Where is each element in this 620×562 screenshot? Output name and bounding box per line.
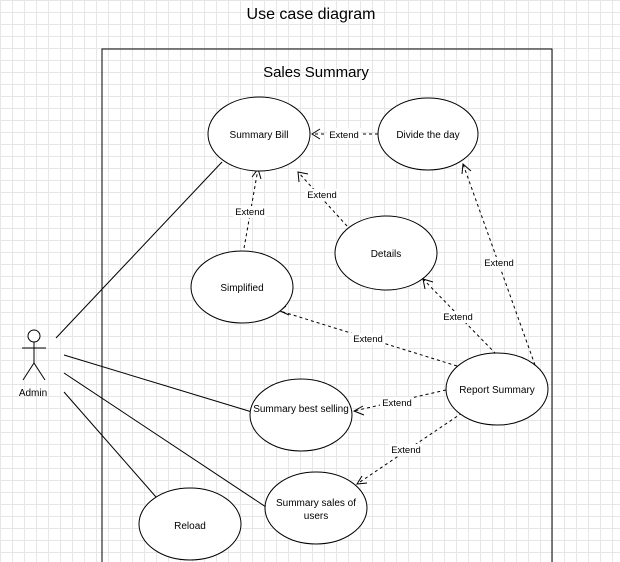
use-case-label: Details [371, 249, 402, 260]
extend-label-bg [380, 397, 414, 409]
use-case-label: Summary Bill [230, 130, 289, 141]
use-case-divide-the-day[interactable]: Divide the day [377, 97, 479, 171]
association-summary-bill [55, 161, 223, 339]
extend-arrowhead [461, 162, 472, 175]
use-case-ellipse[interactable] [138, 487, 242, 561]
extend-arrowhead [356, 475, 368, 485]
extend-arrowhead [297, 171, 309, 183]
use-case-ellipse[interactable] [249, 378, 353, 452]
extend-label: Extend [353, 334, 383, 345]
system-boundary-frame [101, 48, 553, 562]
diagram-title: Use case diagram [247, 6, 376, 23]
use-case-label: Report Summary [459, 385, 535, 396]
extend-arrowhead [352, 405, 365, 416]
actor-figure-icon [22, 329, 46, 381]
use-case-reload[interactable]: Reload [138, 487, 242, 561]
use-case-label: Divide the day [396, 130, 459, 141]
extend-report-to-details: Extend [422, 278, 497, 355]
use-case-ellipse[interactable] [377, 97, 479, 171]
extend-label-bg [351, 333, 385, 345]
use-case-label-line-2: users [304, 511, 328, 522]
use-case-summary-bill[interactable]: Summary Bill [207, 96, 311, 172]
use-case-summary-sales-users[interactable]: Summary sales of users [264, 471, 368, 545]
actor-admin[interactable]: Admin [19, 329, 47, 399]
extend-simplified-to-bill: Extend [233, 167, 267, 255]
association-summary-best-selling [63, 354, 253, 413]
system-title: Sales Summary [263, 64, 369, 81]
use-case-label: Summary best selling [253, 404, 349, 415]
extend-report-to-simplified: Extend [279, 305, 458, 367]
extend-label: Extend [391, 445, 421, 456]
extend-label: Extend [307, 190, 337, 201]
use-cases: Summary Bill Divide the day Details Simp… [138, 96, 549, 561]
extend-label-bg [482, 257, 516, 269]
extend-label: Extend [484, 258, 514, 269]
use-case-summary-best-selling[interactable]: Summary best selling [249, 378, 353, 452]
extend-label: Extend [329, 130, 359, 141]
extend-report-to-divide: Extend [461, 162, 536, 366]
extend-label-bg [305, 189, 339, 201]
use-case-ellipse[interactable] [445, 352, 549, 426]
extend-divide-to-bill: Extend [311, 128, 378, 141]
extend-report-to-sales-users: Extend [356, 412, 463, 485]
extend-label: Extend [443, 312, 473, 323]
associations [55, 161, 273, 512]
extend-label-bg [233, 206, 267, 218]
extend-report-to-best-selling: Extend [352, 389, 447, 416]
use-case-label: Simplified [220, 283, 263, 294]
extend-label: Extend [382, 398, 412, 409]
use-case-ellipse[interactable] [264, 471, 368, 545]
extend-arrowhead [311, 128, 321, 140]
association-summary-sales-users [63, 372, 273, 512]
extend-relations: Extend Extend Extend Extend Exte [233, 128, 536, 485]
use-case-details[interactable]: Details [334, 215, 438, 291]
extend-line [353, 389, 447, 412]
use-case-ellipse[interactable] [207, 96, 311, 172]
use-case-simplified[interactable]: Simplified [190, 250, 294, 324]
extend-label-bg [441, 311, 475, 323]
use-case-ellipse[interactable] [334, 215, 438, 291]
extend-label: Extend [235, 207, 265, 218]
system-boundary: Sales Summary [101, 48, 553, 562]
use-case-label: Reload [174, 521, 206, 532]
extend-label-bg [327, 128, 361, 140]
use-case-ellipse[interactable] [190, 250, 294, 324]
use-case-label-line-1: Summary sales of [276, 498, 356, 509]
extend-details-to-bill: Extend [297, 171, 348, 227]
extend-label-bg [389, 444, 423, 456]
association-reload [63, 391, 157, 498]
use-case-report-summary[interactable]: Report Summary [445, 352, 549, 426]
actor-label: Admin [19, 388, 47, 399]
